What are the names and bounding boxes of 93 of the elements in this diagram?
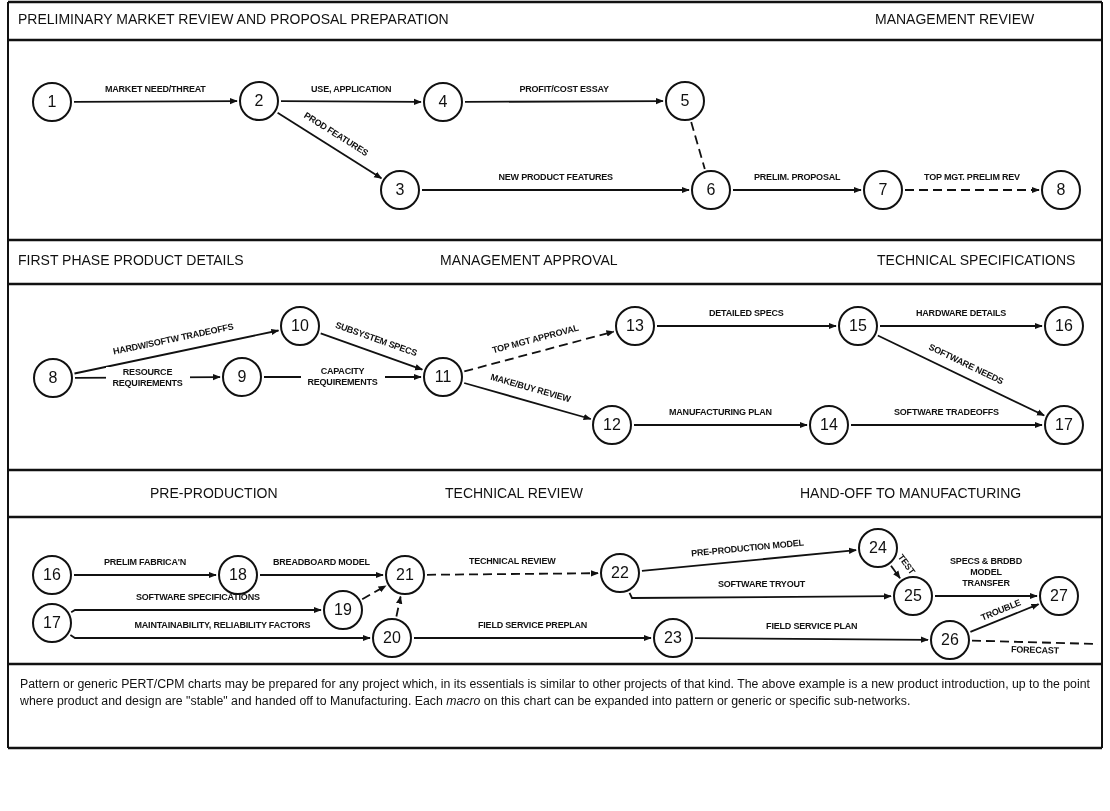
event-circle: 24: [858, 528, 898, 568]
arrow: [69, 634, 371, 642]
dashed-arrow: [361, 584, 387, 601]
edge-label: PRE-PRODUCTION MODEL: [691, 537, 805, 559]
arrow: [413, 634, 652, 642]
section-heading: PRE-PRODUCTION: [150, 485, 278, 501]
section-heading: TECHNICAL REVIEW: [445, 485, 583, 501]
section-heading: PRELIMINARY MARKET REVIEW AND PROPOSAL PREPARATION: [18, 11, 449, 27]
event-circle: 1: [32, 82, 72, 122]
event-circle: 16: [32, 555, 72, 595]
arrow: [259, 571, 384, 579]
arrow: [70, 606, 322, 614]
section-heading: MANAGEMENT REVIEW: [875, 11, 1035, 27]
event-circle: 16: [1044, 306, 1084, 346]
arrow: [280, 98, 422, 106]
event-circle: 25: [893, 576, 933, 616]
arrow: [879, 322, 1043, 330]
edge-label: TECHNICAL REVIEW: [468, 556, 556, 567]
event-circle: 2: [239, 81, 279, 121]
event-circle: 20: [372, 618, 412, 658]
section-heading: TECHNICAL SPECIFICATIONS: [877, 252, 1076, 268]
event-circle: 10: [280, 306, 320, 346]
edge-label: MANUFACTURING PLAN: [669, 407, 772, 418]
event-circle: 11: [423, 357, 463, 397]
event-circle: 17: [1044, 405, 1084, 445]
event-circle: 14: [809, 405, 849, 445]
arrow: [633, 421, 808, 429]
event-circle: 5: [665, 81, 705, 121]
dashed-arrow: [395, 595, 403, 618]
dashed-arrow: [463, 330, 615, 373]
dashed-arrow: [904, 186, 1040, 194]
edge-label: BREADBOARD MODEL: [273, 557, 370, 568]
arrow: [850, 421, 1043, 429]
edge-label: NEW PRODUCT FEATURES: [498, 172, 613, 183]
event-circle: 27: [1039, 576, 1079, 616]
arrow: [969, 603, 1040, 633]
arrow: [73, 571, 217, 579]
event-circle: 12: [592, 405, 632, 445]
event-circle: 3: [380, 170, 420, 210]
arrow: [464, 97, 664, 105]
edge-label: RESOURCE REQUIREMENTS: [105, 366, 190, 389]
event-circle: 19: [323, 590, 363, 630]
arrow: [73, 328, 280, 375]
edge-label: HARDWARE DETAILS: [916, 308, 1007, 319]
arrow: [421, 186, 690, 194]
edge-label: PRELIM FABRICA'N: [104, 557, 186, 568]
edge-label: TOP MGT. PRELIM REV: [924, 172, 1020, 183]
event-circle: 8: [1041, 170, 1081, 210]
event-circle: 26: [930, 620, 970, 660]
arrow: [934, 592, 1038, 600]
arrow: [890, 564, 901, 580]
edge-label: FORECAST: [1010, 644, 1059, 657]
arrow: [73, 97, 238, 105]
event-circle: 9: [222, 357, 262, 397]
event-circle: 17: [32, 603, 72, 643]
event-circle: 21: [385, 555, 425, 595]
edge-label: SOFTWARE TRYOUT: [717, 579, 806, 591]
section-heading: FIRST PHASE PRODUCT DETAILS: [18, 252, 244, 268]
event-circle: 13: [615, 306, 655, 346]
section-heading: HAND-OFF TO MANUFACTURING: [800, 485, 1022, 501]
edge-label: FIELD SERVICE PLAN: [766, 621, 858, 632]
caption-text: Pattern or generic PERT/CPM charts may be prepared for any project which, in its essentials is similar to other projects of that kind. The above example is a new product introduction, up to the point where product and design are "stable" and handed off to Manufacturing. Each macro on this chart can be expanded into pattern or generic or specific sub-networks.: [20, 676, 1091, 710]
dashed-line: [690, 121, 706, 170]
event-circle: 6: [691, 170, 731, 210]
arrow: [732, 186, 862, 194]
event-circle: 7: [863, 170, 903, 210]
arrow: [694, 636, 929, 643]
arrow: [463, 382, 592, 421]
edge-label: MARKET NEED/THREAT: [104, 83, 206, 95]
dashed-arrow: [426, 570, 599, 577]
edge-label: SPECS & BRDBD MODEL TRANSFER: [949, 556, 1023, 589]
arrow: [876, 334, 1046, 417]
arrow: [656, 322, 837, 330]
edge-label: FIELD SERVICE PREPLAN: [478, 620, 588, 631]
section-heading: MANAGEMENT APPROVAL: [440, 252, 618, 268]
event-circle: 15: [838, 306, 878, 346]
edge-label: CAPACITY REQUIREMENTS: [300, 366, 385, 388]
arrow: [641, 547, 857, 572]
event-circle: 22: [600, 553, 640, 593]
edge-label: MAINTAINABILITY, RELIABILITY FACTORS: [134, 620, 311, 631]
event-circle: 18: [218, 555, 258, 595]
edge-label: USE, APPLICATION: [311, 83, 392, 95]
event-circle: 23: [653, 618, 693, 658]
event-circle: 4: [423, 82, 463, 122]
edge-label: PROFIT/COST ESSAY: [519, 83, 609, 95]
arrow: [319, 332, 424, 371]
edge-label: SOFTWARE TRADEOFFS: [894, 407, 999, 418]
edge-label: PRELIM. PROPOSAL: [754, 172, 841, 183]
event-circle: 8: [33, 358, 73, 398]
arrow: [276, 111, 383, 180]
edge-label: DETAILED SPECS: [709, 308, 784, 319]
arrow: [628, 591, 892, 600]
edge-label: SOFTWARE SPECIFICATIONS: [136, 592, 260, 603]
